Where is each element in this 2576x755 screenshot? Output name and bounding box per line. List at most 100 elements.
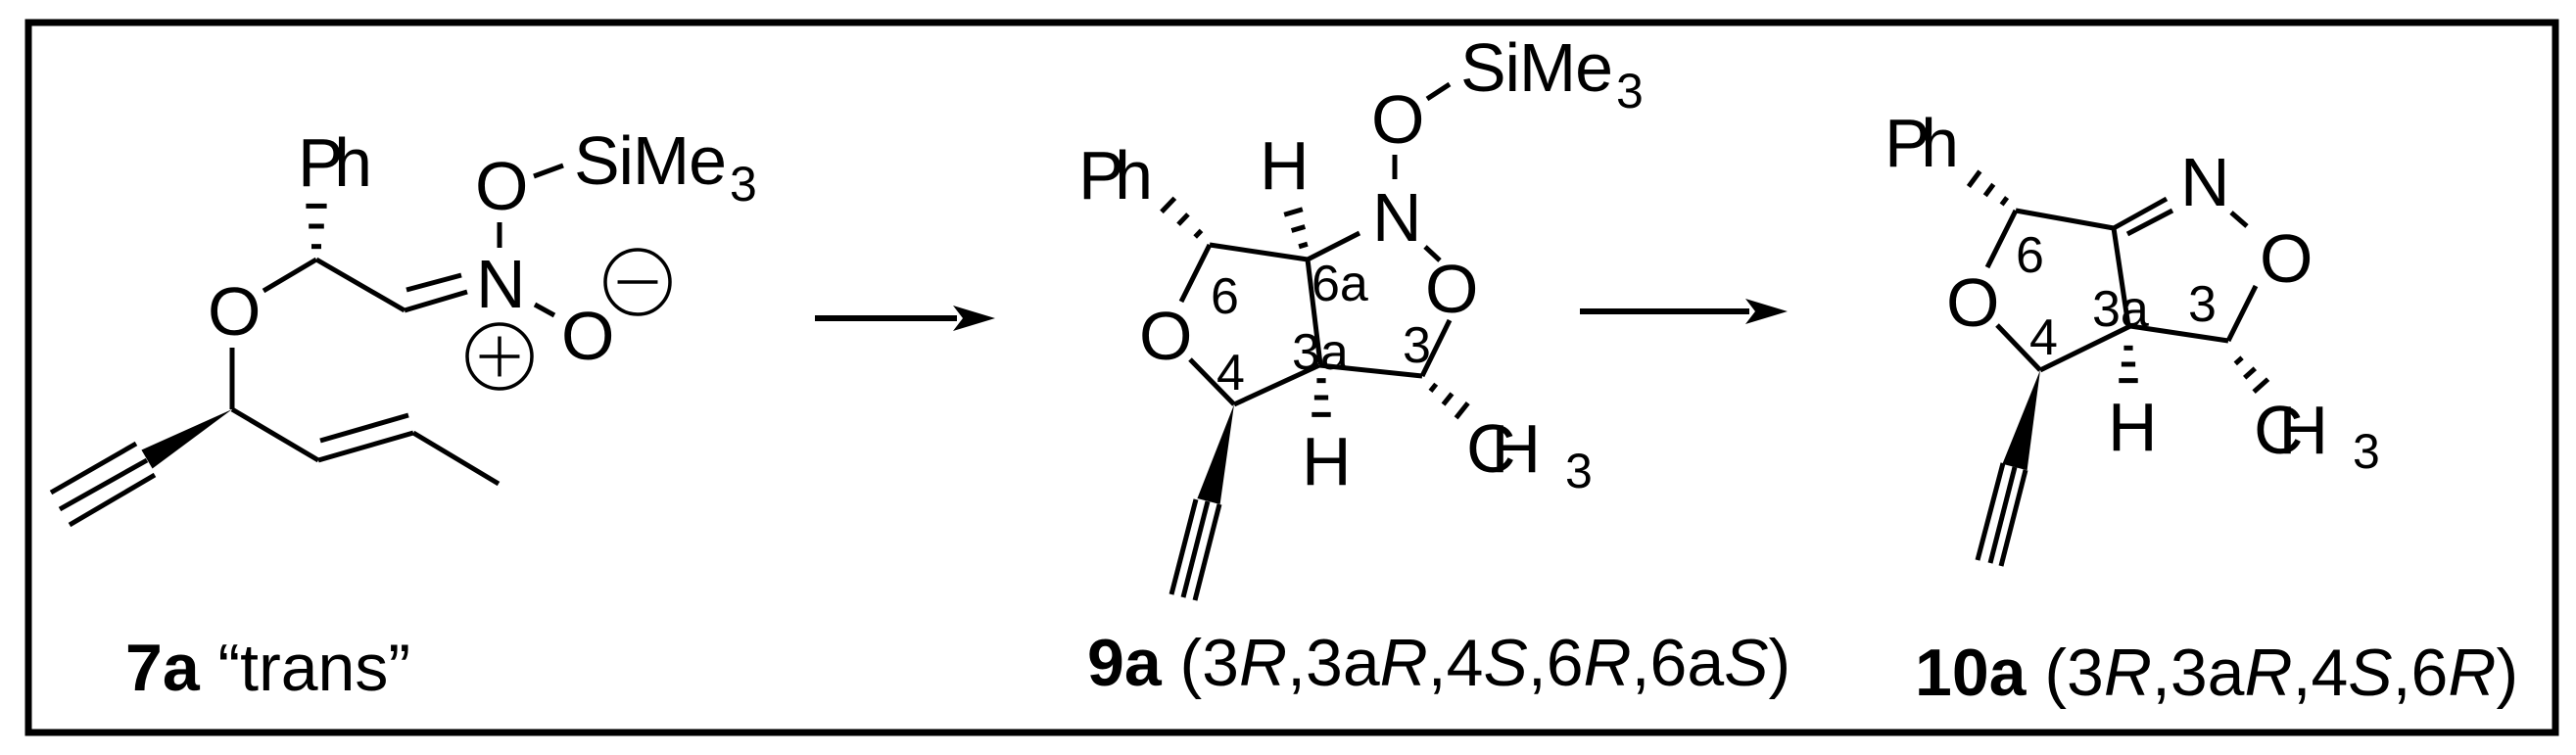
stereo-descriptor: ,4	[2293, 636, 2349, 710]
reaction-arrow-1	[815, 306, 995, 331]
atom-label: O	[1139, 298, 1192, 374]
atom-label: H	[1260, 127, 1310, 204]
stereo-descriptor: S	[1483, 626, 1527, 700]
compound-label: 9a (3R,3aR,4S,6R,6aS)	[1087, 626, 1790, 700]
atom-label: O	[1946, 264, 1999, 341]
bond	[2038, 323, 2132, 373]
stereo-descriptor: ,6	[2393, 636, 2449, 710]
compound-number: 7a	[125, 631, 201, 705]
stereo-descriptor: R	[2244, 636, 2292, 710]
bond	[314, 257, 406, 313]
wedge-bond	[1197, 404, 1234, 505]
scheme-frame	[24, 19, 2559, 736]
atom-label: O	[208, 273, 261, 350]
hashed-bond	[2233, 355, 2270, 395]
stereo-descriptor: (3	[2026, 636, 2103, 710]
bond	[319, 412, 409, 444]
atom-label: O	[2260, 220, 2313, 297]
bond	[49, 441, 138, 495]
wedge-bond	[2002, 370, 2040, 471]
stereo-descriptor: )	[1769, 626, 1791, 700]
stereo-descriptor: S	[1724, 626, 1768, 700]
bond	[533, 163, 564, 179]
compound-label: 7a “trans”	[125, 631, 410, 705]
bond	[1998, 469, 2028, 567]
ring-locant: 6	[2016, 227, 2044, 284]
atom-label: N	[1372, 179, 1422, 256]
bond	[1232, 362, 1321, 407]
reaction-arrow-2	[1580, 299, 1788, 324]
stereo-descriptor: R	[2104, 636, 2152, 710]
ring-locant: 3	[2188, 276, 2217, 333]
bond	[411, 430, 501, 487]
bond	[405, 272, 462, 293]
ring-locant: 3a	[1292, 324, 1349, 381]
bond	[1305, 259, 1323, 365]
atom-label: CH	[2254, 392, 2328, 468]
bond	[2129, 323, 2229, 344]
bond	[1178, 243, 1213, 304]
subscript: 3	[1565, 444, 1593, 498]
atom-label: Ph	[1078, 137, 1153, 213]
hashed-bond	[1966, 169, 2010, 207]
atom-label: H	[1302, 423, 1352, 499]
hashed-bond	[1283, 207, 1309, 250]
stereo-descriptor: R	[2448, 636, 2496, 710]
stereo-descriptor: ,6	[1528, 626, 1584, 700]
ring-locant: 6a	[1312, 256, 1368, 312]
stereo-descriptor: ,3a	[1287, 626, 1380, 700]
atom-label: CH	[1466, 410, 1541, 487]
hashed-bond	[1312, 378, 1331, 417]
stereo-descriptor: R	[1239, 626, 1287, 700]
bond	[404, 289, 468, 313]
stereo-descriptor: S	[2348, 636, 2392, 710]
hashed-bond	[306, 203, 327, 250]
bond	[2125, 208, 2174, 237]
compound-label: 10a (3R,3aR,4S,6R)	[1915, 636, 2518, 710]
bond	[317, 430, 414, 463]
stereo-descriptor: R	[1380, 626, 1428, 700]
stereo-descriptor: (3	[1162, 626, 1239, 700]
ring-locant: 4	[2029, 309, 2058, 366]
atom-label: H	[2108, 389, 2158, 465]
bond	[533, 302, 556, 318]
stereo-descriptor: ,3a	[2152, 636, 2245, 710]
atom-label: Ph	[1884, 105, 1959, 181]
hashed-bond	[2119, 345, 2138, 384]
subscript: 3	[730, 157, 757, 212]
plus-charge-icon	[465, 322, 534, 391]
atom-label: SiMe	[1460, 29, 1613, 106]
stereo-descriptor: ,6a	[1632, 626, 1725, 700]
atom-label: SiMe	[574, 122, 727, 199]
atom-label: O	[1425, 251, 1478, 327]
bond	[68, 472, 157, 528]
bond	[230, 406, 320, 463]
stereo-descriptor: R	[1584, 626, 1632, 700]
compound-descriptor: “trans”	[200, 631, 410, 705]
bond	[2112, 196, 2169, 231]
bond	[2111, 227, 2131, 327]
hashed-bond	[1428, 382, 1470, 420]
ring-locant: 3	[1403, 317, 1431, 374]
subscript: 3	[2353, 424, 2380, 479]
bond	[1180, 500, 1211, 598]
ring-locant: 3a	[2092, 281, 2149, 338]
stereo-descriptor: )	[2496, 636, 2518, 710]
bond	[1423, 245, 1442, 262]
atom-label: Ph	[298, 124, 372, 201]
subscript: 3	[1616, 64, 1644, 118]
bond	[1975, 462, 2006, 561]
bond	[1192, 503, 1222, 601]
arrowhead-icon	[953, 306, 995, 331]
bond	[58, 457, 149, 512]
bond	[1318, 362, 1423, 379]
bond	[262, 257, 318, 294]
bond	[1425, 81, 1452, 102]
bond	[1419, 318, 1453, 378]
atom-label: N	[2180, 144, 2230, 220]
ring-locant: 6	[1211, 268, 1239, 325]
